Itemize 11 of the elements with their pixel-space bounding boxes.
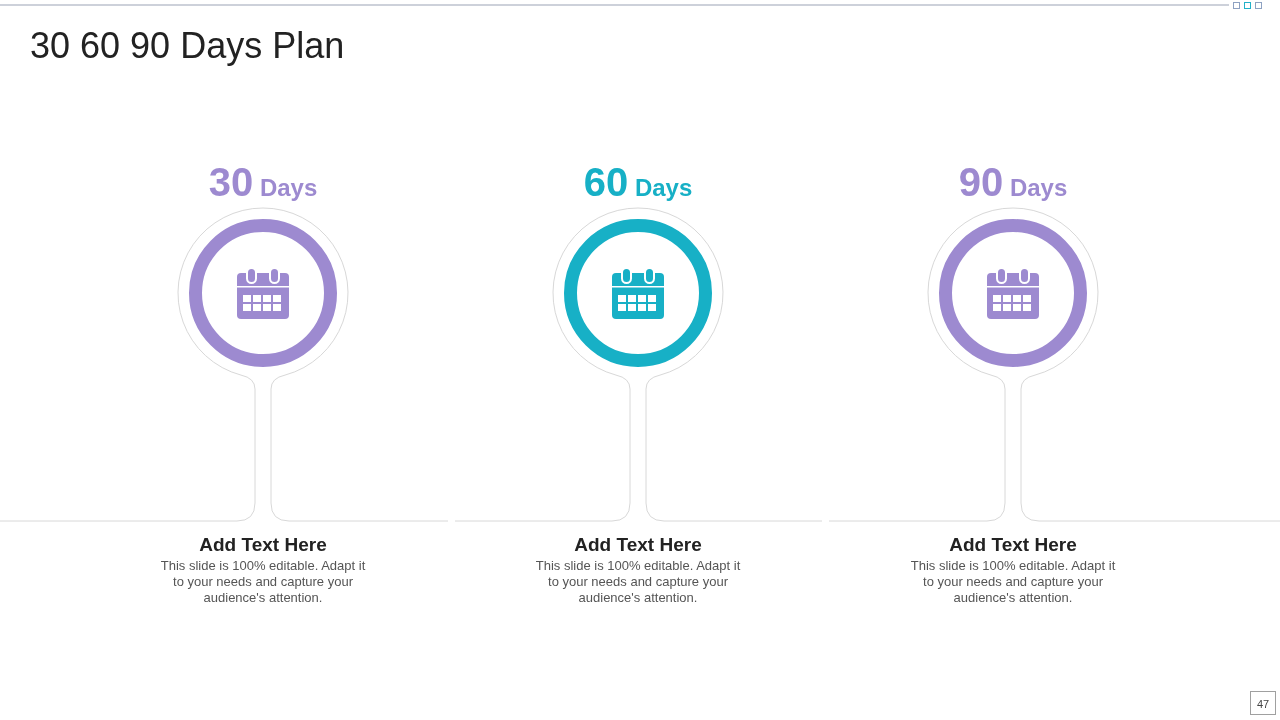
description-text: This slide is 100% editable. Adapt it to your needs and capture your audience's attention. xyxy=(534,558,742,606)
subheading: Add Text Here xyxy=(199,533,327,557)
day-heading: 90 Days xyxy=(958,160,1068,206)
day-heading: 30 Days xyxy=(208,160,318,206)
description-text: This slide is 100% editable. Adapt it to your needs and capture your audience's attention. xyxy=(909,558,1117,606)
slide-title: 30 60 90 Days Plan xyxy=(30,24,345,68)
subheading: Add Text Here xyxy=(574,533,702,557)
subheading: Add Text Here xyxy=(949,533,1077,557)
page-number: 47 xyxy=(1250,691,1276,715)
day-heading: 60 Days xyxy=(583,160,693,206)
description-text: This slide is 100% editable. Adapt it to your needs and capture your audience's attention. xyxy=(159,558,367,606)
